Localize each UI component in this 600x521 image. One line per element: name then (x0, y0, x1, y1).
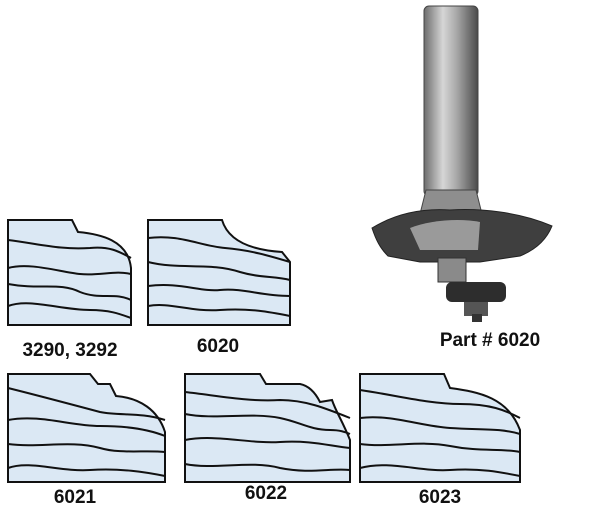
part-number-label: Part # 6020 (439, 330, 541, 351)
profile-6023 (359, 373, 521, 483)
profile-6022 (184, 373, 351, 483)
profile-label: 6020 (196, 336, 240, 357)
profile-6020 (147, 219, 291, 326)
profile-label: 6023 (418, 487, 462, 508)
router-bit-image (371, 5, 553, 322)
profile-6021 (7, 373, 166, 483)
profile-3290-3292 (7, 219, 132, 326)
profile-label: 6022 (244, 483, 288, 504)
profile-label: 6021 (53, 487, 97, 508)
profile-label: 3290, 3292 (22, 340, 118, 361)
